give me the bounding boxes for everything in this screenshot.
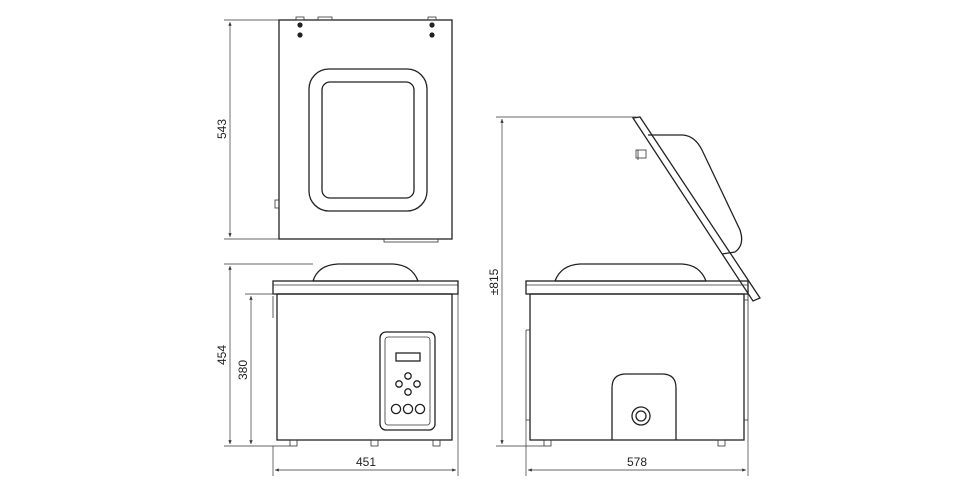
dim-label-815: ±815 (487, 268, 501, 295)
front-lid-dome (312, 263, 419, 282)
open-lid (631, 116, 761, 302)
dim-label-578: 578 (627, 455, 647, 469)
display-window (395, 352, 421, 362)
front-body (276, 293, 453, 441)
side-chamber-dome (554, 263, 707, 282)
top-view: 543 (215, 16, 453, 243)
dim-label-451: 451 (356, 455, 376, 469)
front-view: 454 380 451 (215, 263, 459, 476)
rear-connector-outer (631, 406, 651, 426)
dim-label-454: 454 (215, 345, 229, 365)
open-lid-dome (648, 134, 743, 255)
side-body (529, 293, 745, 441)
control-panel (379, 331, 436, 431)
top-view-body (278, 19, 453, 240)
dim-label-380: 380 (236, 360, 250, 380)
rear-connector-housing (611, 373, 677, 440)
lid-window-inner (321, 81, 415, 199)
lid-window-outer (308, 68, 428, 212)
dim-label-543: 543 (215, 119, 229, 139)
side-view: ±815 578 (487, 116, 761, 476)
